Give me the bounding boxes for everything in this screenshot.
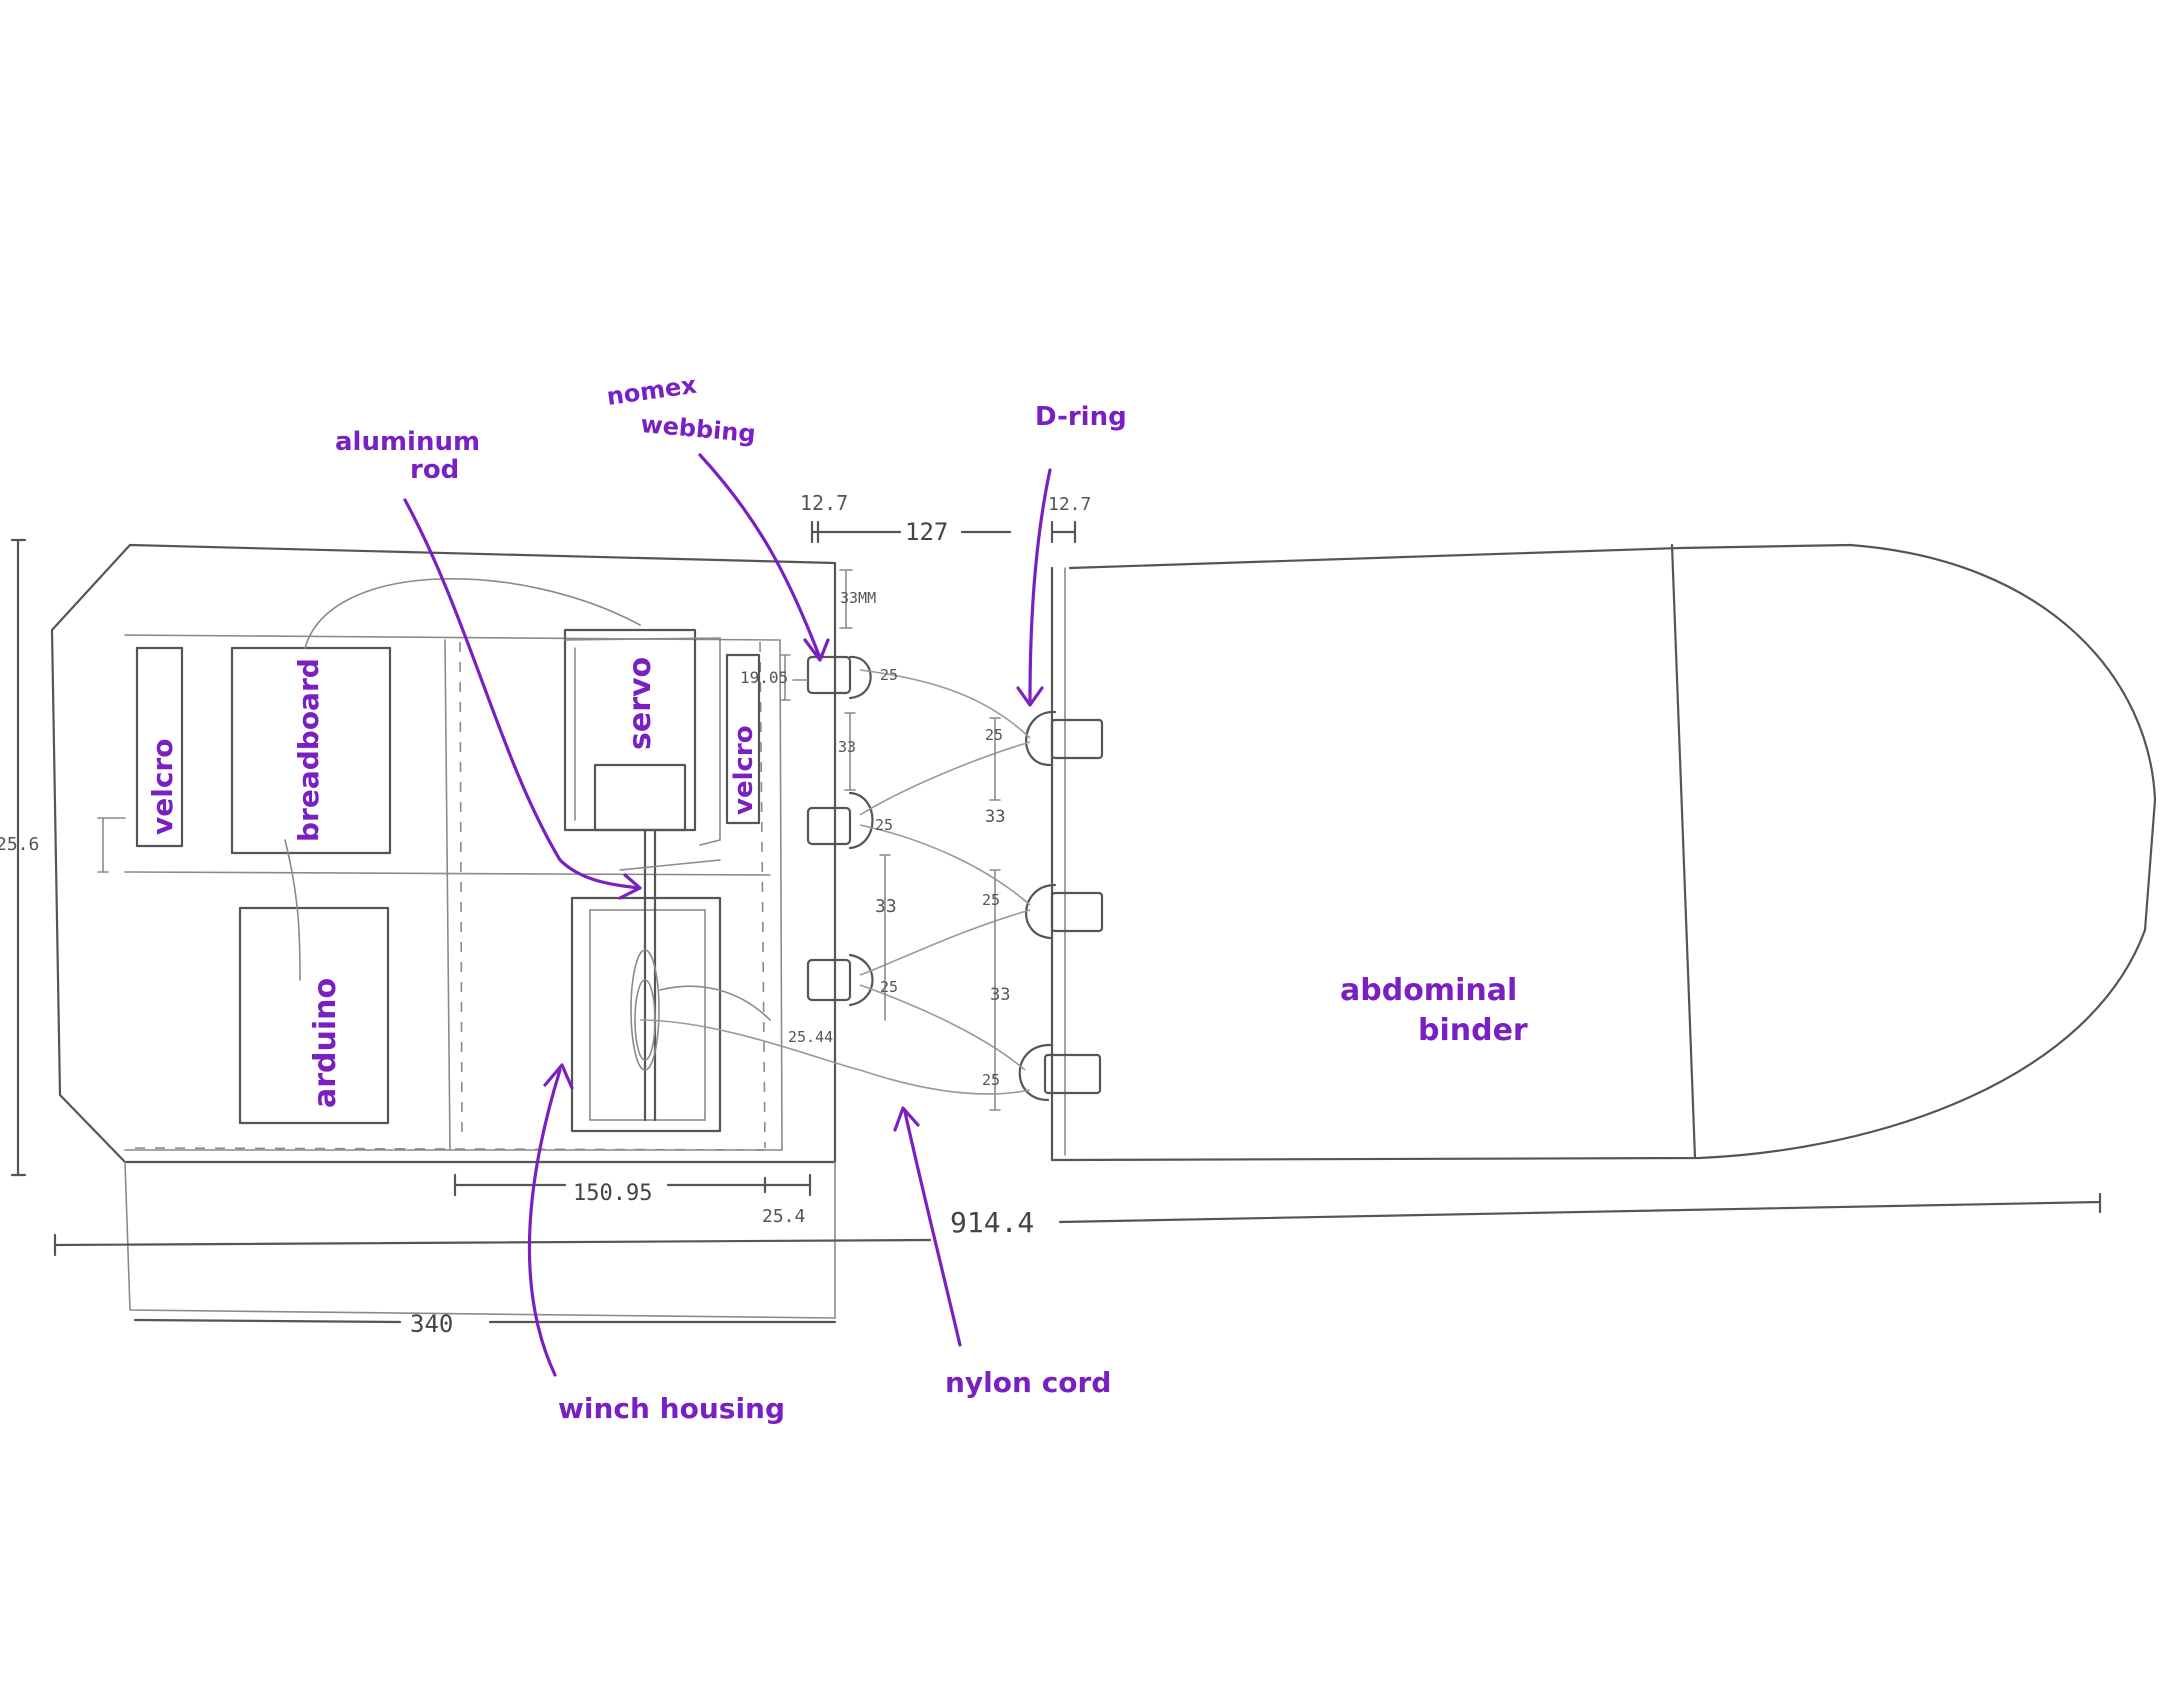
dim-top-left-gap: 12.7 — [800, 491, 848, 515]
label-nomex-webbing: nomex webbing — [605, 371, 757, 448]
svg-text:nomex: nomex — [605, 371, 699, 411]
label-d-ring: D-ring — [1035, 402, 1127, 432]
dim-ring-spacing-1: 33 — [838, 738, 856, 756]
webbing-tab-right-2 — [1025, 883, 1104, 940]
dim-ring-offset-6: 25 — [982, 1071, 1000, 1089]
device-body-outline — [50, 543, 837, 1319]
dim-ring-spacing-2: 33 — [875, 896, 897, 917]
dim-cord-offset: 25.44 — [788, 1028, 833, 1046]
arrow-nylon-cord — [893, 1106, 962, 1347]
label-abdominal-binder: abdominal binder — [1340, 973, 1528, 1048]
svg-text:rod: rod — [410, 455, 459, 485]
dim-webbing-width: 19.05 — [740, 668, 788, 687]
dim-webbing-height: 33MM — [840, 589, 876, 607]
svg-text:binder: binder — [1418, 1013, 1528, 1048]
webbing-tab-right-1 — [1025, 710, 1104, 767]
label-arduino: arduino — [308, 978, 343, 1108]
dim-ring-spacing-3: 33 — [985, 807, 1005, 827]
arrow-winch-housing — [527, 1063, 574, 1377]
arrow-d-ring — [1016, 468, 1052, 707]
dim-ring-offset-3: 25 — [880, 978, 898, 996]
dim-housing-width: 150.95 — [573, 1181, 652, 1206]
servo-box — [563, 628, 721, 846]
label-servo: servo — [623, 657, 658, 750]
label-winch-housing: winch housing — [558, 1392, 785, 1425]
dim-device-width: 340 — [410, 1310, 453, 1338]
dim-ring-offset-1: 25 — [880, 666, 898, 684]
label-breadboard: breadboard — [292, 658, 325, 842]
breadboard-box — [230, 578, 641, 855]
webbing-tab-right-3 — [1018, 1043, 1102, 1102]
webbing-tab-left-2 — [806, 791, 874, 850]
velcro-right-box — [725, 653, 761, 825]
dim-ring-offset-7: 25 — [1040, 1084, 1042, 1086]
arrow-aluminum-rod — [403, 498, 642, 900]
dim-ring-spacing-4: 33 — [990, 985, 1010, 1005]
dim-total-length: 914.4 — [950, 1206, 1034, 1239]
svg-text:aluminum: aluminum — [335, 427, 480, 457]
dimension-lines — [10, 520, 2102, 1324]
annotation-arrows — [403, 453, 1052, 1377]
velcro-left-box — [135, 646, 184, 848]
dim-overall-height: 25.6 — [0, 834, 39, 855]
winch-housing-box — [570, 828, 771, 1133]
abdominal-binder-outline — [1050, 543, 2157, 1162]
dim-ring-offset-5: 25 — [982, 891, 1000, 909]
svg-text:abdominal: abdominal — [1340, 973, 1517, 1008]
label-velcro-left: velcro — [146, 739, 179, 835]
dim-top-mid-gap: 127 — [905, 518, 948, 546]
dim-ring-offset-2: 25 — [875, 816, 893, 834]
webbing-tab-left-3 — [806, 953, 874, 1007]
dim-margin-right: 25.4 — [762, 1206, 805, 1227]
label-aluminum-rod: aluminum rod — [335, 427, 480, 485]
arduino-box — [238, 839, 390, 1125]
label-velcro-right: velcro — [729, 725, 759, 815]
dim-top-right-gap: 12.7 — [1048, 494, 1091, 515]
label-nylon-cord: nylon cord — [945, 1366, 1111, 1399]
webbing-tab-left-1 — [806, 655, 872, 700]
dim-ring-offset-4: 25 — [985, 726, 1003, 744]
svg-text:webbing: webbing — [639, 410, 756, 448]
nylon-cord-lacing — [639, 669, 1031, 1095]
arrow-nomex-webbing — [698, 453, 830, 662]
